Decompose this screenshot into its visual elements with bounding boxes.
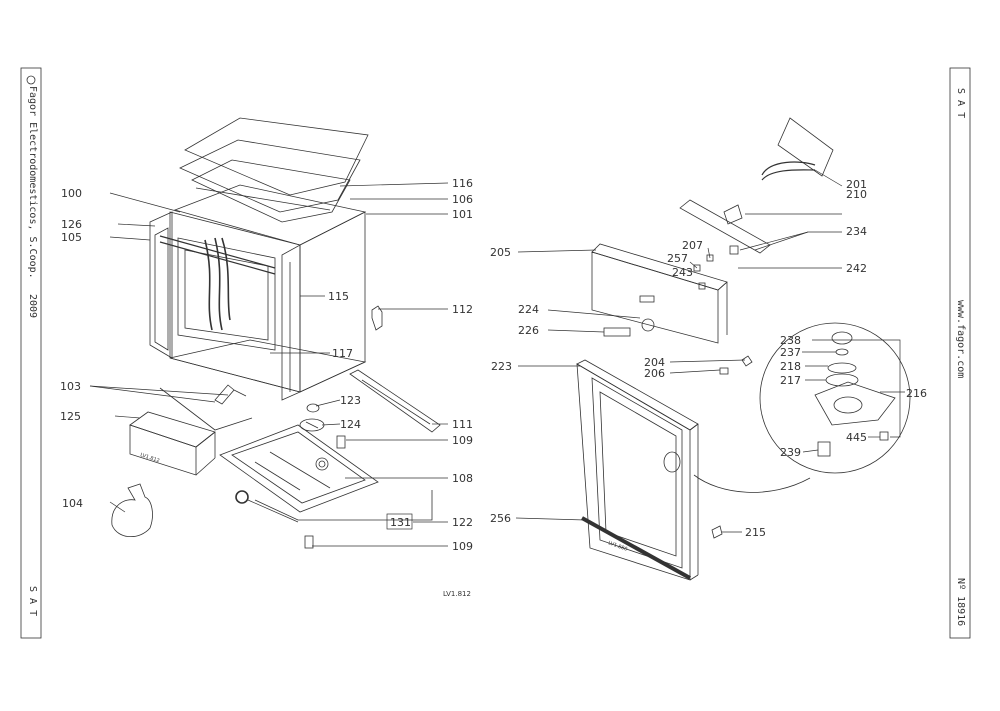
part-label: 257	[667, 252, 688, 265]
part-label: 123	[340, 394, 361, 407]
part-label: 223	[491, 360, 512, 373]
part-label: 238	[780, 334, 801, 347]
leader-lines-right	[515, 169, 905, 533]
module-label: LV1.812	[139, 452, 160, 464]
part-label: 103	[60, 380, 81, 393]
part-label: 201	[846, 178, 867, 191]
left-title-strip	[20, 67, 42, 639]
part-label: 116	[452, 177, 473, 190]
part-label: 226	[518, 324, 539, 337]
part-label: 122	[452, 516, 473, 529]
part-label: 125	[60, 410, 81, 423]
part-label: 131	[390, 516, 411, 529]
part-label: 218	[780, 360, 801, 373]
part-label: 115	[328, 290, 349, 303]
part-label: 100	[61, 187, 82, 200]
part-label: 237	[780, 346, 801, 359]
part-label: 126	[61, 218, 82, 231]
company-name: Fagor Electrodomesticos, S.Coop.	[27, 86, 38, 279]
part-label: 124	[340, 418, 361, 431]
part-131-box	[386, 513, 413, 530]
copyright-year: 2009	[27, 294, 38, 319]
fagor-logo-icon	[26, 75, 36, 85]
part-label: 215	[745, 526, 766, 539]
part-label: 224	[518, 303, 539, 316]
document-number: Nº 18916	[955, 578, 966, 627]
cabinet-assembly	[111, 117, 441, 549]
part-label: 105	[61, 231, 82, 244]
part-label: 112	[452, 303, 473, 316]
part-label: 111	[452, 418, 473, 431]
part-label: 109	[452, 540, 473, 553]
part-label: 109	[452, 434, 473, 447]
leader-lines-left	[89, 182, 449, 547]
part-label: 242	[846, 262, 867, 275]
part-label: 108	[452, 472, 473, 485]
part-label: 216	[906, 387, 927, 400]
drawing-code: LV1.812	[443, 590, 471, 598]
part-label: 106	[452, 193, 473, 206]
right-title-strip	[949, 67, 971, 639]
part-label: 205	[490, 246, 511, 259]
part-label: 204	[644, 356, 665, 369]
sat-label-right: S A T	[955, 88, 966, 119]
sat-label-left: S A T	[27, 586, 38, 617]
part-label: 117	[332, 347, 353, 360]
part-label: 207	[682, 239, 703, 252]
part-label: 217	[780, 374, 801, 387]
part-label: 243	[672, 266, 693, 279]
part-label: 101	[452, 208, 473, 221]
part-label: 104	[62, 497, 83, 510]
part-label: 206	[644, 367, 665, 380]
part-label: 256	[490, 512, 511, 525]
part-label: 210	[846, 188, 867, 201]
part-label: 234	[846, 225, 867, 238]
website: www.fagor.com	[955, 300, 966, 379]
part-label: 445	[846, 431, 867, 444]
door-assembly	[576, 117, 911, 581]
part-label: 239	[780, 446, 801, 459]
